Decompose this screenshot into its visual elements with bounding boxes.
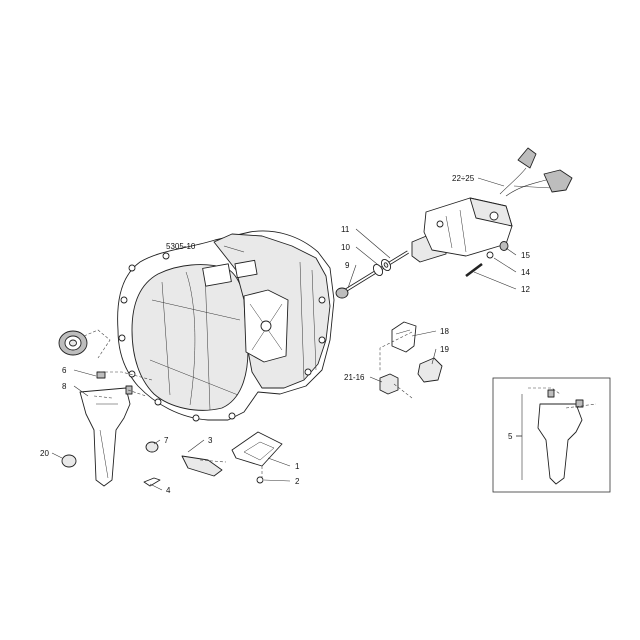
- push-rod-assembly: [335, 250, 409, 299]
- callout-labels: 5305-10 11 10 9 22÷25 15 14 12 18 19 21-…: [40, 174, 530, 495]
- callout-11[interactable]: 11: [341, 225, 350, 234]
- callout-9[interactable]: 9: [345, 261, 350, 270]
- callout-19[interactable]: 19: [440, 345, 449, 354]
- callout-5305-10[interactable]: 5305-10: [166, 242, 196, 251]
- callout-20[interactable]: 20: [40, 449, 49, 458]
- callout-14[interactable]: 14: [521, 268, 530, 277]
- callout-8[interactable]: 8: [62, 382, 67, 391]
- callout-10[interactable]: 10: [341, 243, 350, 252]
- callout-15[interactable]: 15: [521, 251, 530, 260]
- fork-assembly-box: [492, 377, 611, 493]
- clutch-fork: [79, 387, 131, 487]
- small-fasteners: [61, 371, 283, 487]
- callout-5[interactable]: 5: [508, 432, 513, 441]
- callout-3[interactable]: 3: [208, 436, 213, 445]
- gearbox-housing: [117, 230, 335, 422]
- callout-7[interactable]: 7: [164, 436, 169, 445]
- callout-21-16[interactable]: 21-16: [344, 373, 365, 382]
- clutch-servo-assembly: [411, 147, 573, 278]
- callout-12[interactable]: 12: [521, 285, 530, 294]
- callout-1[interactable]: 1: [295, 462, 300, 471]
- bracket-sensor: [379, 321, 443, 395]
- callout-2[interactable]: 2: [295, 477, 300, 486]
- callout-4[interactable]: 4: [166, 486, 171, 495]
- leader-lines: [51, 177, 522, 491]
- callout-6[interactable]: 6: [62, 366, 67, 375]
- callout-22-25[interactable]: 22÷25: [452, 174, 475, 183]
- assembly-guides: [83, 329, 413, 478]
- callout-18[interactable]: 18: [440, 327, 449, 336]
- release-bearing: [58, 330, 88, 356]
